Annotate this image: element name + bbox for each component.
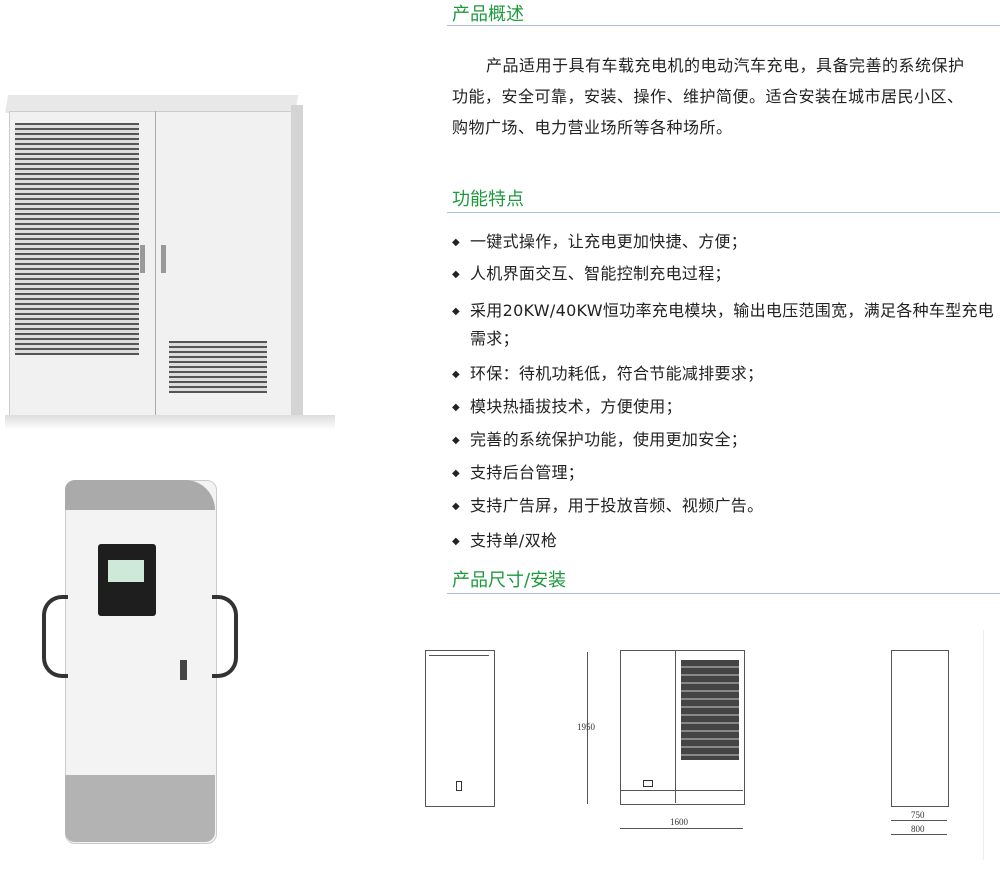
overview-heading: 产品概述: [452, 4, 524, 25]
feature-item: ◆ 完善的系统保护功能，使用更加安全；: [452, 426, 1000, 455]
bullet-icon: ◆: [452, 402, 460, 413]
bullet-icon: ◆: [452, 536, 460, 547]
overview-paragraph: 产品适用于具有车载充电机的电动汽车充电，具备完善的系统保护功能，安全可靠，安装、…: [452, 56, 965, 137]
depth-outer-dimension: 800: [911, 824, 925, 834]
bullet-icon: ◆: [452, 237, 460, 248]
dimensions-heading: 产品尺寸/安装: [452, 570, 567, 591]
feature-text: 人机界面交互、智能控制充电过程；: [470, 264, 731, 283]
feature-text: 支持单/双枪: [470, 531, 558, 550]
rear-view-drawing: 750 800: [891, 650, 951, 840]
bullet-icon: ◆: [452, 435, 460, 446]
feature-text: 支持后台管理；: [470, 463, 585, 482]
feature-item: ◆ 支持广告屏，用于投放音频、视频广告。: [452, 492, 1000, 521]
divider: [983, 630, 984, 860]
width-dimension: 1600: [670, 817, 688, 827]
feature-text: 环保：待机功耗低，符合节能减排要求；: [470, 364, 764, 383]
charger-photo: [40, 480, 240, 845]
cabinet-photo: [5, 95, 335, 430]
bullet-icon: ◆: [452, 501, 460, 512]
feature-item: ◆ 一键式操作，让充电更加快捷、方便；: [452, 228, 1000, 257]
feature-text: 完善的系统保护功能，使用更加安全；: [470, 430, 748, 449]
features-heading: 功能特点: [452, 189, 524, 210]
divider: [447, 25, 1000, 26]
divider: [447, 212, 1000, 213]
feature-item: ◆ 环保：待机功耗低，符合节能减排要求；: [452, 360, 1000, 389]
feature-text: 支持广告屏，用于投放音频、视频广告。: [470, 496, 764, 515]
bullet-icon: ◆: [452, 369, 460, 380]
bullet-icon: ◆: [452, 306, 460, 317]
divider: [447, 593, 1000, 594]
side-view-drawing: [425, 650, 495, 807]
feature-item: ◆ 支持单/双枪: [452, 527, 1000, 556]
feature-item: ◆ 人机界面交互、智能控制充电过程；: [452, 260, 1000, 289]
feature-text: 模块热插拔技术，方便使用；: [470, 397, 682, 416]
feature-text: 一键式操作，让充电更加快捷、方便；: [470, 232, 748, 251]
feature-item: ◆ 采用20KW/40KW恒功率充电模块，输出电压范围宽，满足各种车型充电需求；: [452, 297, 1000, 353]
bullet-icon: ◆: [452, 269, 460, 280]
feature-text: 采用20KW/40KW恒功率充电模块，输出电压范围宽，满足各种车型充电需求；: [470, 301, 995, 348]
bullet-icon: ◆: [452, 468, 460, 479]
height-dimension: 1950: [577, 722, 595, 732]
depth-inner-dimension: 750: [911, 810, 925, 820]
front-view-drawing: 1950 1600: [577, 650, 745, 829]
feature-item: ◆ 模块热插拔技术，方便使用；: [452, 393, 1000, 422]
feature-item: ◆ 支持后台管理；: [452, 459, 1000, 488]
